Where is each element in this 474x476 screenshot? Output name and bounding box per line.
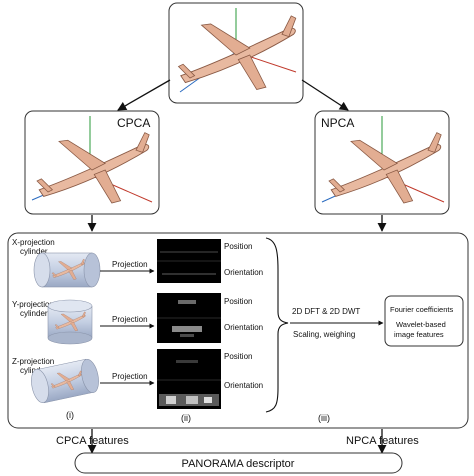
x-projection-cylinder: [33, 252, 101, 288]
stage-iii-label: (iii): [318, 413, 330, 423]
position-label-y: Position: [224, 297, 252, 306]
projection-label-z: Projection: [112, 372, 148, 381]
cylinder-y-label-2: cylinder: [20, 309, 48, 318]
projection-label-x: Projection: [112, 260, 148, 269]
npca-features-label: NPCA features: [346, 435, 419, 447]
cylinder-x-label-2: cylinder: [20, 247, 48, 256]
panorama-map-x: [157, 239, 221, 283]
cpca-label: CPCA: [117, 116, 150, 130]
z-projection-cylinder: [31, 358, 99, 404]
cylinder-z-label-1: Z-projection: [12, 357, 54, 366]
cpca-features-label: CPCA features: [56, 435, 129, 447]
npca-label: NPCA: [321, 116, 354, 130]
stage-ii-label: (ii): [181, 413, 191, 423]
transform-label: 2D DFT & 2D DWT: [292, 307, 360, 316]
stage-i-label: (i): [66, 410, 74, 420]
position-label-z: Position: [224, 352, 252, 361]
orientation-label-y: Orientation: [224, 323, 263, 332]
orientation-label-x: Orientation: [224, 268, 263, 277]
cylinder-x-label-1: X-projection: [12, 238, 55, 247]
features-box: [384, 295, 464, 347]
position-label-x: Position: [224, 242, 252, 251]
scaling-label: Scaling, weighing: [293, 330, 355, 339]
arrow-to-cpca: [117, 79, 171, 111]
orientation-label-z: Orientation: [224, 381, 263, 390]
arrow-to-npca: [301, 79, 349, 111]
panorama-descriptor-box: [74, 452, 403, 474]
y-projection-cylinder: [47, 299, 93, 345]
grouping-brace: [265, 237, 289, 413]
projection-label-y: Projection: [112, 315, 148, 324]
process-box: [7, 232, 469, 429]
panorama-map-z: [157, 349, 221, 409]
panorama-descriptor-label: PANORAMA descriptor: [182, 458, 295, 470]
fourier-coefficients-label: Fourier coefficients: [390, 305, 453, 314]
panorama-map-y: [157, 293, 221, 343]
wavelet-label-2: image features: [394, 330, 444, 339]
wavelet-label-1: Wavelet-based: [396, 320, 446, 329]
cylinder-y-label-1: Y-projection: [12, 300, 54, 309]
